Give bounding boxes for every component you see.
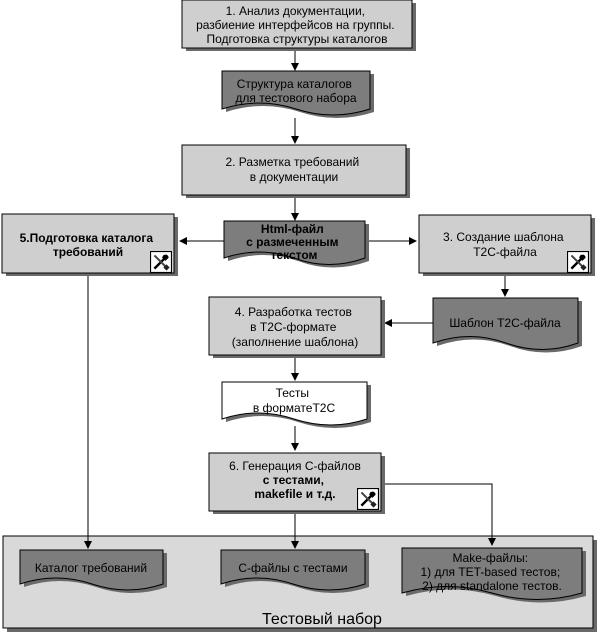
doc-tests-text: Тесты в форматеT2C	[253, 386, 336, 415]
process-step-5: 5.Подготовка каталога требований	[1, 213, 178, 276]
process-step-2: 2. Разметка требований в документации	[181, 144, 410, 198]
doc-html-text: Html-файл с размеченным текстом	[246, 222, 342, 262]
doc-tests-t2c: Тесты в форматеT2C	[221, 381, 371, 428]
doc-t2c-template: Шаблон T2C-файла	[432, 297, 582, 353]
step4-text: 4. Разработка тестов в T2C-формате (запо…	[232, 305, 358, 349]
wrench-screwdriver-icon	[567, 251, 589, 273]
process-step-4: 4. Разработка тестов в T2C-формате (запо…	[208, 296, 385, 358]
step6-text-bold: с тестами, makefile и т.д.	[254, 473, 335, 501]
process-step-6: 6. Генерация С-файлов с тестами, makefil…	[208, 452, 385, 514]
connectors	[84, 50, 509, 549]
step3-text: 3. Создание шаблона T2C-файла	[443, 230, 567, 259]
process-step-3: 3. Создание шаблона T2C-файла	[418, 214, 595, 276]
step2-text: 2. Разметка требований в документации	[225, 155, 362, 184]
doc-template-text: Шаблон T2C-файла	[449, 316, 561, 330]
arrow-step6-to-makefiles	[382, 483, 496, 546]
doc-catalog-structure-text: Структура каталогов для тестового набора	[235, 77, 356, 105]
out-makefiles-text: Make-файлы: 1) для TET-based тестов; 2) …	[421, 551, 564, 593]
out-catalog-text: Каталог требований	[35, 561, 147, 575]
doc-c-files: С-файлы с тестами	[220, 549, 369, 593]
doc-catalog-structure: Структура каталогов для тестового набора	[221, 70, 374, 118]
out-cfiles-text: С-файлы с тестами	[238, 561, 347, 575]
wrench-screwdriver-icon	[150, 251, 172, 273]
step1-text: 1. Анализ документации, разбиение интерф…	[196, 4, 398, 46]
step6-text: 6. Генерация С-файлов	[229, 459, 361, 473]
doc-make-files: Make-файлы: 1) для TET-based тестов; 2) …	[401, 547, 586, 603]
doc-html-marked: Html-файл с размеченным текстом	[223, 220, 369, 268]
suite-title: Тестовый набор	[262, 611, 382, 628]
wrench-screwdriver-icon	[357, 488, 379, 510]
step5-text: 5.Подготовка каталога требований	[20, 231, 157, 259]
doc-requirements-catalog: Каталог требований	[19, 549, 167, 593]
process-step-1: 1. Анализ документации, разбиение интерф…	[181, 0, 416, 51]
